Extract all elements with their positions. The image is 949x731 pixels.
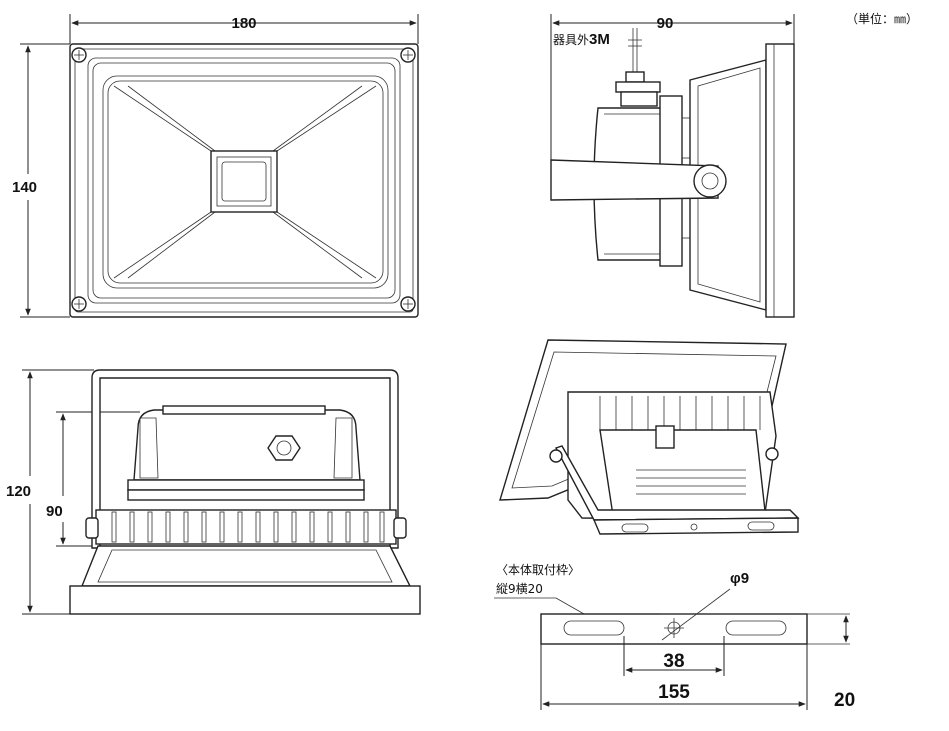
- front-width-label: 180: [231, 15, 256, 32]
- bracket-title: 〈本体取付枠〉: [496, 563, 580, 577]
- mounting-bracket-arm: [550, 159, 719, 201]
- bottom-body-height-label: 90: [46, 503, 63, 520]
- bracket-slot-left: [563, 620, 625, 636]
- lower-housing: [80, 545, 412, 587]
- units-note: （単位：㎜）: [846, 11, 918, 26]
- screw-icon: [71, 47, 87, 63]
- heatsink-fins: [95, 509, 397, 545]
- screw-icon: [400, 47, 416, 63]
- bracket-pivot: [693, 164, 727, 198]
- hole-diameter-label: φ9: [730, 570, 749, 587]
- bracket-width-label: 20: [834, 690, 855, 711]
- hole-leader-line: [661, 588, 731, 641]
- bottom-view: 120 90: [6, 369, 421, 615]
- front-height-label: 140: [12, 179, 37, 196]
- screw-icon: [71, 296, 87, 312]
- screw-icon: [400, 296, 416, 312]
- iso-vent-lines: [636, 469, 746, 495]
- side-depth-label: 90: [657, 15, 674, 32]
- iso-cable-gland: [655, 425, 675, 449]
- hole-spacing-label: 38: [663, 651, 684, 672]
- bracket-detail: 〈本体取付枠〉 縦9横20 φ9 20 38 155: [494, 563, 855, 711]
- slot-size-note: 縦9横20: [496, 582, 543, 596]
- reflector-outline: [102, 75, 389, 289]
- front-glass-edge: [765, 43, 795, 318]
- led-chip: [210, 150, 278, 213]
- front-bezel: [69, 585, 421, 615]
- u-bracket: [91, 369, 399, 549]
- fin-lines: [111, 511, 385, 543]
- cable-gland-nut: [267, 435, 301, 461]
- isometric-view: [499, 339, 800, 535]
- iso-fin-lines: [599, 396, 761, 430]
- side-view: 90 器具外3M: [550, 14, 795, 318]
- iso-driver-box: [599, 429, 767, 523]
- cable-length-label: 器具外3M: [553, 31, 610, 48]
- bracket-length-label: 155: [658, 682, 690, 703]
- driver-box: [133, 409, 361, 481]
- front-view: 180 140: [12, 14, 419, 318]
- bottom-total-height-label: 120: [6, 483, 31, 500]
- bracket-slot-right: [725, 620, 787, 636]
- cable-gland: [625, 71, 645, 83]
